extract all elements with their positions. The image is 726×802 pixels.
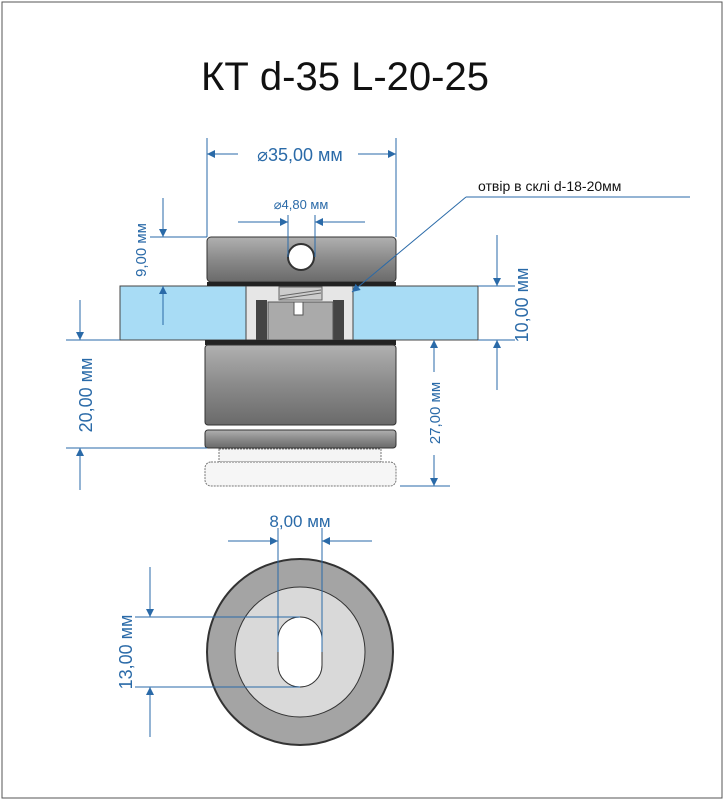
lower-body	[204, 344, 397, 426]
dim-total-lower: 27,00 мм	[427, 382, 444, 444]
side-view	[119, 236, 479, 487]
dim-lower-height: 20,00 мм	[76, 358, 96, 433]
glass-hole-note: отвір в склі d-18-20мм	[478, 178, 621, 194]
dim-slot-width: 8,00 мм	[269, 512, 330, 531]
screw-hole	[287, 243, 315, 271]
title: КТ d-35 L-20-25	[201, 55, 489, 99]
knob	[204, 461, 397, 487]
bottom-view: 8,00 мм 13,00 мм	[116, 512, 394, 746]
dimension-lines: ⌀35,00 мм ⌀4,80 мм отвір в склі d-18-20м…	[66, 138, 690, 490]
slot	[277, 616, 323, 688]
dim-glass-thickness: 10,00 мм	[512, 268, 532, 343]
dim-slot-length: 13,00 мм	[116, 615, 136, 690]
dim-top-height: 9,00 мм	[133, 223, 150, 277]
dim-hole-diameter: ⌀4,80 мм	[274, 197, 329, 212]
dim-outer-diameter: ⌀35,00 мм	[257, 145, 343, 165]
